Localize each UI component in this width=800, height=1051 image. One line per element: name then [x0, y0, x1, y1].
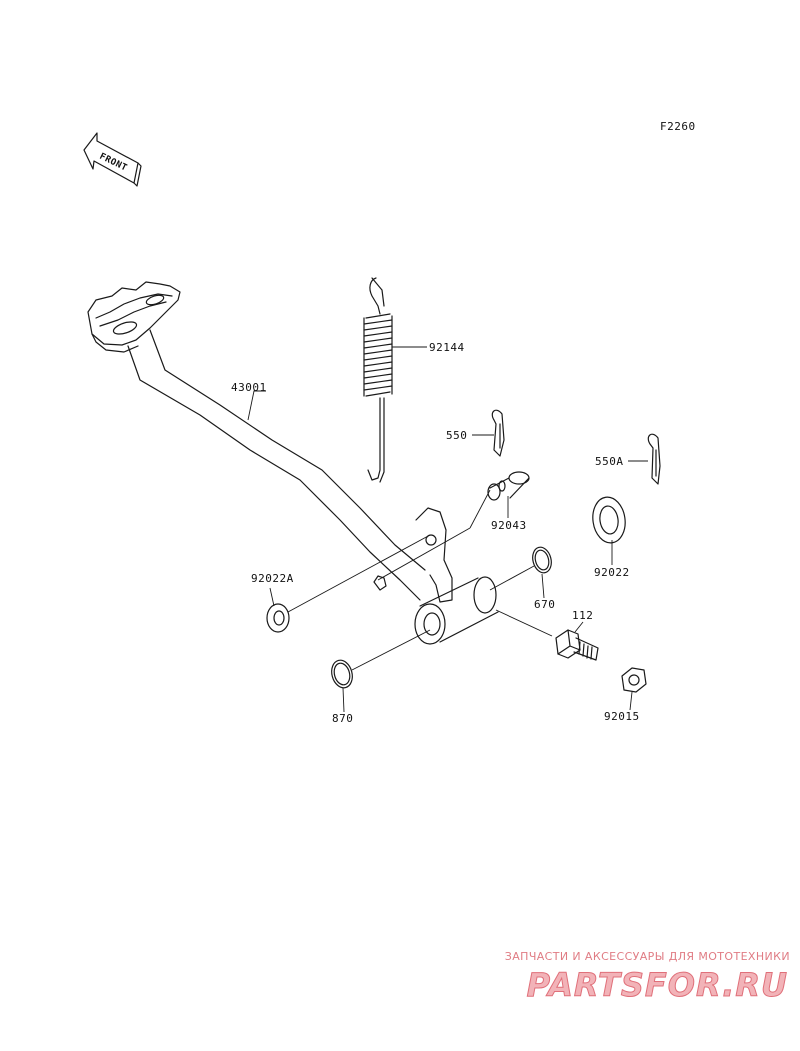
- nut-92015-part: [621, 667, 647, 693]
- washer-92022-part: [592, 496, 626, 544]
- washer-92022a-part: [266, 603, 290, 633]
- watermark-logo: PARTSFOR.RU: [526, 966, 788, 1005]
- part-label-92022a: 92022A: [251, 572, 294, 585]
- part-label-43001: 43001: [231, 381, 267, 394]
- o-ring-670-part: [532, 546, 552, 574]
- brake-pedal-part: [87, 281, 499, 645]
- cotter-pin-550-part: [491, 409, 505, 457]
- part-label-670: 670: [534, 598, 555, 611]
- bolt-112-part: [555, 629, 599, 661]
- part-label-870: 870: [332, 712, 353, 725]
- clevis-pin-part: [487, 471, 530, 501]
- leader-lines: [247, 346, 648, 713]
- return-spring-part: [363, 277, 393, 483]
- part-label-92015: 92015: [604, 710, 640, 723]
- front-arrow-icon: FRONT: [83, 132, 142, 187]
- watermark-tagline: ЗАПЧАСТИ И АКСЕССУАРЫ ДЛЯ МОТОТЕХНИКИ: [504, 950, 790, 963]
- assembly-lines: [287, 489, 553, 671]
- o-ring-870-part: [331, 659, 353, 689]
- figure-code: F2260: [660, 120, 696, 133]
- part-label-92144: 92144: [429, 341, 465, 354]
- watermark-logo-text: PARTSFOR.RU: [527, 966, 788, 1004]
- cotter-pin-550a-part: [647, 433, 661, 485]
- part-label-92022: 92022: [594, 566, 630, 579]
- part-label-550a: 550A: [595, 455, 624, 468]
- part-label-550: 550: [446, 429, 467, 442]
- part-label-112: 112: [572, 609, 593, 622]
- part-label-92043: 92043: [491, 519, 527, 532]
